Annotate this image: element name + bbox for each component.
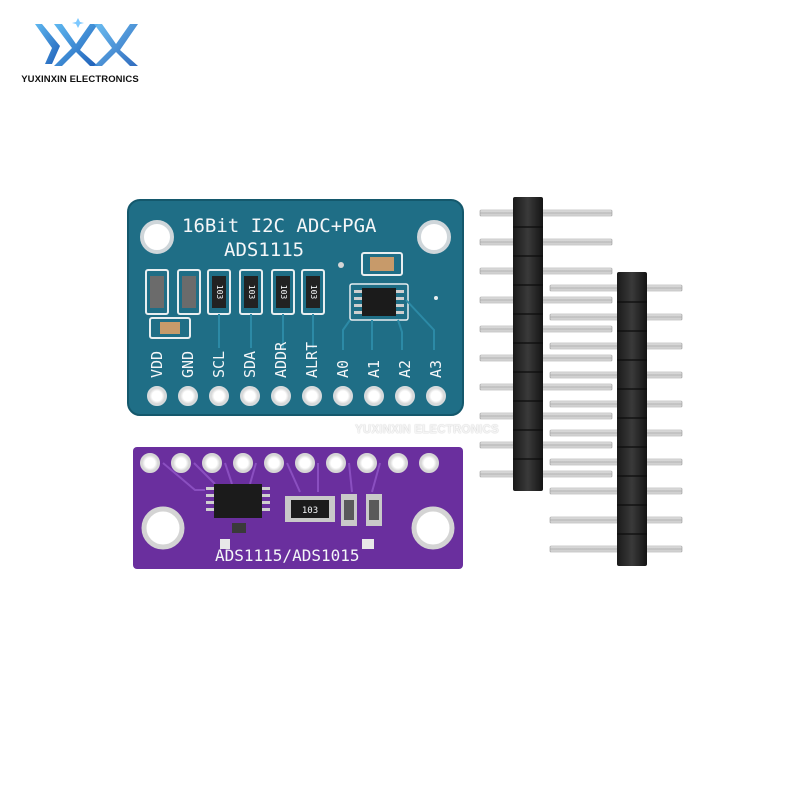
svg-text:103: 103 bbox=[309, 285, 318, 300]
purple-adc-board: 103 ADS1115/ADS1015 bbox=[133, 447, 463, 569]
header-pin bbox=[549, 545, 683, 553]
pin-label-a2: A2 bbox=[396, 360, 414, 378]
pin-pad bbox=[357, 453, 377, 473]
blue-board-traces bbox=[218, 299, 435, 350]
header-pin bbox=[549, 458, 683, 466]
purple-resistor-array: 103 bbox=[285, 496, 335, 522]
pin-label-a1: A1 bbox=[365, 360, 383, 378]
board-title-line1: 16Bit I2C ADC+PGA bbox=[182, 215, 377, 237]
pin-pad bbox=[233, 453, 253, 473]
pin-pad bbox=[202, 453, 222, 473]
header-pin bbox=[479, 209, 613, 217]
header-housing bbox=[513, 197, 543, 491]
header-pin bbox=[549, 429, 683, 437]
header-pin bbox=[479, 383, 613, 391]
header-pin bbox=[549, 516, 683, 524]
smd-resistors: 103 103 103 103 bbox=[207, 269, 325, 315]
pin-label-a0: A0 bbox=[334, 360, 352, 378]
pin-label-addr: ADDR bbox=[272, 341, 290, 378]
pin-header-right bbox=[549, 272, 683, 566]
header-pin bbox=[479, 267, 613, 275]
mount-hole-icon bbox=[141, 506, 185, 550]
header-pin bbox=[549, 313, 683, 321]
blue-adc-board: 16Bit I2C ADC+PGA ADS1115 103 103 103 10… bbox=[127, 199, 464, 416]
pin-label-gnd: GND bbox=[179, 351, 197, 378]
pin-pad bbox=[295, 453, 315, 473]
pin-pad bbox=[419, 453, 439, 473]
mount-hole-icon bbox=[417, 220, 451, 254]
header-pin bbox=[479, 470, 613, 478]
pin-hole bbox=[246, 392, 254, 400]
svg-text:103: 103 bbox=[247, 285, 256, 300]
pin-labels: VDD GND SCL SDA ADDR ALRT A0 A1 A2 A3 bbox=[148, 341, 445, 378]
header-pin bbox=[549, 342, 683, 350]
yxx-logo-icon bbox=[35, 18, 138, 66]
pin-hole bbox=[153, 392, 161, 400]
pin-hole bbox=[401, 392, 409, 400]
svg-text:103: 103 bbox=[279, 285, 288, 300]
pin-pad bbox=[326, 453, 346, 473]
smd-capacitors bbox=[145, 252, 403, 339]
pin-hole bbox=[184, 392, 192, 400]
purple-board-pads bbox=[140, 453, 439, 473]
pin-label-scl: SCL bbox=[210, 351, 228, 378]
pin-hole bbox=[308, 392, 316, 400]
header-pin bbox=[479, 325, 613, 333]
pin-pad bbox=[140, 453, 160, 473]
pin-header-left bbox=[479, 197, 613, 491]
brand-name: YUXINXIN ELECTRONICS bbox=[21, 74, 139, 85]
pin-hole bbox=[370, 392, 378, 400]
pin-pad bbox=[264, 453, 284, 473]
svg-text:103: 103 bbox=[215, 285, 224, 300]
header-pin bbox=[549, 400, 683, 408]
header-pin bbox=[549, 487, 683, 495]
pin-hole bbox=[215, 392, 223, 400]
header-housing bbox=[617, 272, 647, 566]
mount-hole-icon bbox=[140, 220, 174, 254]
pin-pad bbox=[388, 453, 408, 473]
purple-board-label: ADS1115/ADS1015 bbox=[215, 546, 360, 565]
pin-label-alrt: ALRT bbox=[303, 342, 321, 378]
watermark-text: YUXINXIN ELECTRONICS bbox=[355, 424, 499, 436]
svg-text:103: 103 bbox=[302, 506, 318, 516]
mount-hole-icon bbox=[411, 506, 455, 550]
pin-hole bbox=[277, 392, 285, 400]
purple-traces bbox=[162, 462, 381, 493]
purple-smd-capacitors bbox=[341, 494, 382, 549]
pin-label-vdd: VDD bbox=[148, 351, 166, 378]
header-pin bbox=[479, 238, 613, 246]
pin-label-a3: A3 bbox=[427, 360, 445, 378]
board-title-line2: ADS1115 bbox=[224, 239, 304, 261]
header-pin bbox=[479, 412, 613, 420]
header-pin bbox=[549, 371, 683, 379]
header-pin bbox=[479, 354, 613, 362]
pin-hole bbox=[432, 392, 440, 400]
header-pin bbox=[479, 296, 613, 304]
pin-label-sda: SDA bbox=[241, 351, 259, 378]
purple-chip-icon bbox=[206, 484, 270, 549]
header-pin bbox=[479, 441, 613, 449]
blue-board-pads bbox=[147, 386, 446, 406]
header-pin bbox=[549, 284, 683, 292]
pin-hole bbox=[339, 392, 347, 400]
brand-logo: YUXINXIN ELECTRONICS bbox=[10, 14, 150, 94]
pin-pad bbox=[171, 453, 191, 473]
